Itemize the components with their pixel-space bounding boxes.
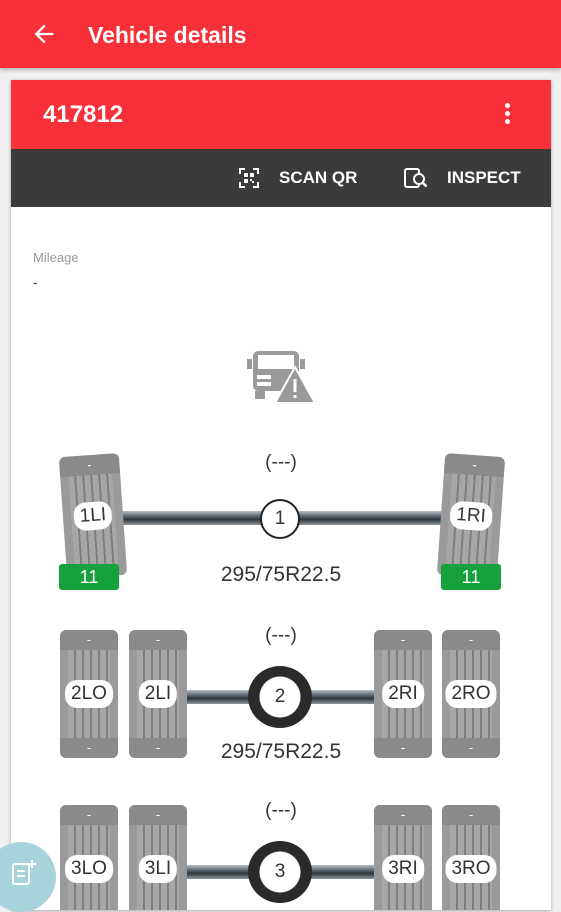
scan-qr-button[interactable]: SCAN QR <box>237 149 357 207</box>
scan-qr-label: SCAN QR <box>279 168 358 187</box>
arrow-left-icon[interactable] <box>30 20 58 48</box>
tire-top-value: - <box>442 630 500 650</box>
tire-top-value: - <box>443 453 506 478</box>
tire-position: 2RI <box>382 680 424 708</box>
tire-position: 1RI <box>449 500 493 532</box>
tire-top-value: - <box>58 453 121 478</box>
page-title: Vehicle details <box>88 22 247 48</box>
tire-3LI[interactable]: - 3LI <box>129 805 187 910</box>
tire-position: 3RO <box>445 855 497 883</box>
axle-number: 1 <box>260 499 300 539</box>
tire-top-value: - <box>60 630 118 650</box>
axle-pressure: (---) <box>265 452 297 473</box>
tire-1LI[interactable]: - 1LI <box>58 453 128 579</box>
tire-1RI[interactable]: - 1RI <box>436 453 506 579</box>
tire-position: 1LI <box>72 500 114 532</box>
inspect-label: INSPECT <box>447 168 521 187</box>
tire-top-value: - <box>374 805 432 825</box>
action-toolbar: SCAN QR INSPECT <box>11 149 551 207</box>
tire-bottom-value: - <box>374 738 432 758</box>
tire-2LI[interactable]: - - 2LI <box>129 630 187 758</box>
tire-top-value: - <box>442 805 500 825</box>
vehicle-card: 417812 SCAN QR INSPECT Mileage - <box>11 80 551 910</box>
axle-number: 2 <box>248 666 312 728</box>
tire-position: 2LI <box>138 680 178 708</box>
vehicle-id: 417812 <box>43 101 124 128</box>
tire-position: 3LI <box>138 855 178 883</box>
app-bar: Vehicle details <box>0 0 561 68</box>
tire-top-value: - <box>129 805 187 825</box>
tire-bottom-value: - <box>442 738 500 758</box>
tread-badge: 11 <box>441 564 501 590</box>
tire-top-value: - <box>129 630 187 650</box>
tire-3LO[interactable]: - 3LO <box>60 805 118 910</box>
tire-2RO[interactable]: - - 2RO <box>442 630 500 758</box>
tire-top-value: - <box>374 630 432 650</box>
vehicle-header: 417812 <box>11 80 551 149</box>
tread-badge: 11 <box>59 564 119 590</box>
axle-pressure: (---) <box>265 800 297 821</box>
tire-top-value: - <box>60 805 118 825</box>
tire-position: 2LO <box>65 680 113 708</box>
axle-3[interactable]: (---) 3 - 3LO - 3LI - 3RI - 3RO <box>11 795 551 910</box>
axle-1[interactable]: (---) 1 295/75R22.5 - 1LI 11 - 1RI 11 <box>11 440 551 600</box>
qr-scan-icon <box>239 168 259 188</box>
mileage-label: Mileage <box>33 250 79 265</box>
tire-position: 3LO <box>65 855 113 883</box>
mileage-value: - <box>33 274 38 290</box>
tire-2RI[interactable]: - - 2RI <box>374 630 432 758</box>
tire-2LO[interactable]: - - 2LO <box>60 630 118 758</box>
tire-bottom-value: - <box>129 738 187 758</box>
add-document-icon <box>12 860 36 885</box>
inspect-button[interactable]: INSPECT <box>403 149 521 207</box>
tire-bottom-value: - <box>60 738 118 758</box>
tire-position: 2RO <box>445 680 497 708</box>
inspect-icon <box>404 168 428 188</box>
tire-size: 295/75R22.5 <box>220 740 342 763</box>
axle-pressure: (---) <box>265 625 297 646</box>
tire-3RO[interactable]: - 3RO <box>442 805 500 910</box>
tire-size: 295/75R22.5 <box>220 563 342 586</box>
truck-warning-icon <box>247 351 317 404</box>
axle-number: 3 <box>248 841 312 903</box>
more-vertical-icon[interactable] <box>497 100 517 130</box>
axle-2[interactable]: (---) 2 295/75R22.5 - - 2LO - - 2LI - - … <box>11 620 551 770</box>
tire-position: 3RI <box>382 855 424 883</box>
tire-3RI[interactable]: - 3RI <box>374 805 432 910</box>
